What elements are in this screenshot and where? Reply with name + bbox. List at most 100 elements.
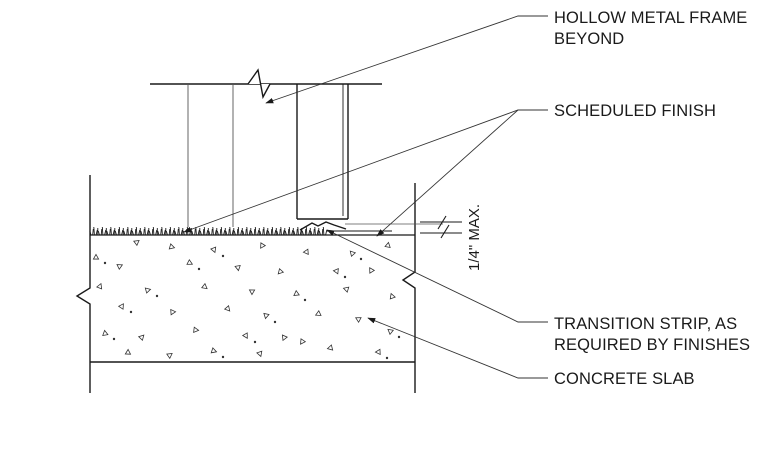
carpet-fiber <box>257 229 260 236</box>
carpet-fiber <box>211 228 213 236</box>
carpet-fiber <box>321 228 324 236</box>
carpet-fiber <box>280 226 282 236</box>
carpet-fiber <box>155 229 158 236</box>
carpet-fiber <box>233 230 236 236</box>
carpet-fiber <box>279 228 281 236</box>
scheduled-finish <box>89 226 415 236</box>
carpet-fiber <box>229 226 231 236</box>
carpet-fiber <box>296 228 298 236</box>
aggregate-stone <box>314 309 322 316</box>
carpet-fiber <box>316 229 319 236</box>
aggregate-stone <box>326 344 334 351</box>
carpet-fiber <box>109 228 111 236</box>
aggregate-dot <box>112 337 116 341</box>
carpet-fiber <box>174 230 177 236</box>
dimension-label: 1/4" MAX. <box>466 204 483 271</box>
aggregate-stone <box>256 350 263 358</box>
aggregate-dot <box>303 298 307 302</box>
aggregate-stone <box>342 286 350 293</box>
aggregate-stone <box>117 303 124 310</box>
aggregate-stone <box>144 287 152 294</box>
carpet-fiber <box>242 230 245 236</box>
carpet-fiber <box>194 228 196 236</box>
carpet-fiber <box>92 228 94 236</box>
carpet-fiber <box>127 226 129 236</box>
aggregate-stone <box>293 289 300 297</box>
carpet-fiber <box>151 228 154 236</box>
aggregate-dot <box>103 261 107 265</box>
carpet-fiber <box>143 228 145 236</box>
aggregate-dot <box>129 310 133 314</box>
aggregate-stone <box>234 264 241 272</box>
aggregate-stone <box>168 243 176 250</box>
aggregate-stone <box>201 282 208 290</box>
carpet-fiber <box>160 228 162 236</box>
carpet-fiber <box>297 226 299 236</box>
aggregate-stone <box>170 308 177 316</box>
carpet-fiber <box>148 230 151 236</box>
leader-finish-right <box>376 109 519 237</box>
dimension-tick-2 <box>440 224 450 239</box>
carpet-fiber <box>189 229 192 236</box>
carpet-fiber <box>144 226 146 236</box>
carpet-fiber <box>129 229 132 236</box>
carpet-fiber <box>178 226 180 236</box>
carpet-fiber <box>259 230 262 236</box>
carpet-fiber <box>131 230 134 236</box>
callout-transition-line1: TRANSITION STRIP, AS <box>554 315 738 333</box>
carpet-fiber <box>95 229 98 236</box>
carpet-fiber <box>161 226 163 236</box>
aggregate-stone <box>277 267 285 275</box>
callout-frame-line1: HOLLOW METAL FRAME <box>554 9 748 27</box>
carpet-fiber <box>276 230 279 236</box>
aggregate-stone <box>186 258 194 265</box>
aggregate-stone <box>374 348 381 356</box>
carpet-fiber <box>270 228 273 236</box>
callout-finish-line1: SCHEDULED FINISH <box>554 102 717 120</box>
carpet-fiber <box>195 226 197 236</box>
carpet-fiber <box>140 230 143 236</box>
carpet-fiber <box>212 226 214 236</box>
aggregate-stone <box>302 248 309 256</box>
carpet-fiber <box>112 229 115 236</box>
carpet-fiber <box>314 226 316 236</box>
callout-hollow-metal-frame: HOLLOW METAL FRAME BEYOND <box>554 8 747 50</box>
hollow-metal-frame <box>150 68 382 227</box>
carpet-fiber <box>287 228 290 236</box>
aggregate-stone <box>166 353 173 360</box>
aggregate-stone <box>137 334 145 342</box>
carpet-fiber <box>169 226 172 236</box>
carpet-fiber <box>138 229 141 236</box>
concrete-aggregate <box>92 239 401 360</box>
carpet-fiber <box>308 229 311 236</box>
aggregate-stone <box>193 326 200 333</box>
aggregate-stone <box>241 332 248 339</box>
carpet-fiber <box>220 226 223 236</box>
carpet-fiber <box>248 229 251 236</box>
carpet-fiber <box>208 230 211 236</box>
aggregate-stone <box>133 239 140 247</box>
carpet-fiber <box>117 228 120 236</box>
carpet-fiber <box>299 229 302 236</box>
carpet-fiber <box>168 228 171 236</box>
dimension-quarter-inch: 1/4" MAX. <box>420 204 483 271</box>
carpet-fiber <box>197 229 200 236</box>
carpet-fiber <box>191 230 194 236</box>
carpet-fiber <box>157 230 160 236</box>
carpet-fiber <box>284 230 287 236</box>
carpet-fiber <box>236 228 239 236</box>
leader-transition <box>326 229 548 323</box>
aggregate-stone <box>102 329 109 336</box>
carpet-fiber <box>118 226 121 236</box>
carpet-fiber <box>214 229 217 236</box>
aggregate-stone <box>210 347 218 354</box>
aggregate-stone <box>263 312 270 320</box>
aggregate-stone <box>354 317 362 324</box>
concrete-slab <box>75 175 416 393</box>
aggregate-stone <box>92 253 100 260</box>
carpet-fiber <box>163 229 166 236</box>
leader-frame <box>265 15 548 104</box>
carpet-fiber <box>291 229 294 236</box>
aggregate-stone <box>248 289 256 296</box>
carpet-fiber <box>97 230 100 236</box>
